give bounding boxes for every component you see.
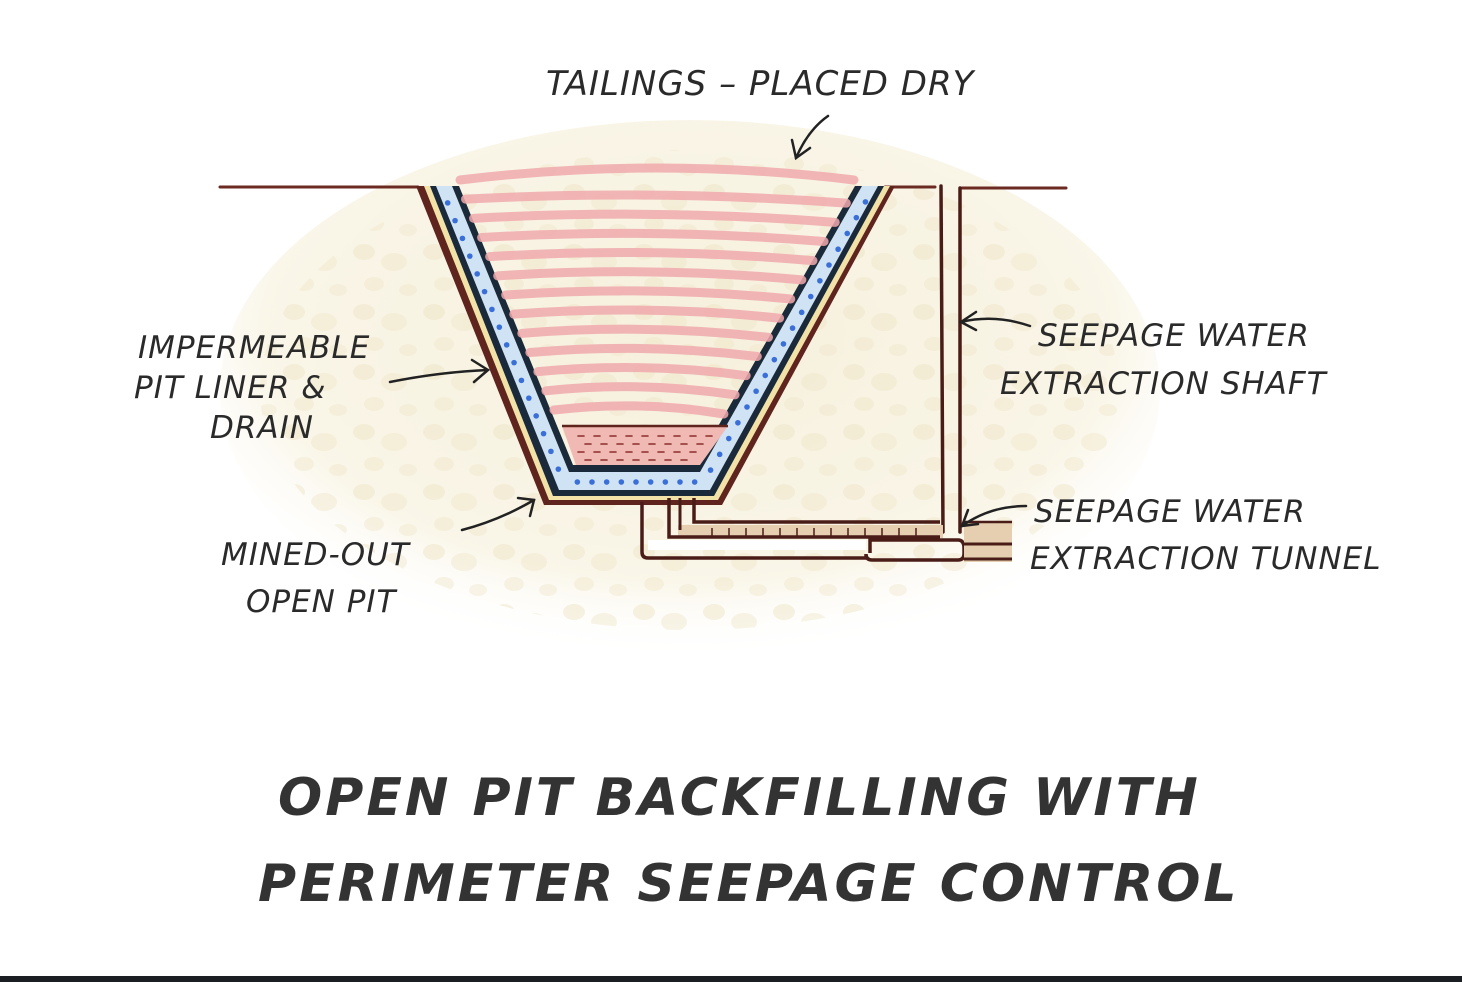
- tailings-stripe: [533, 363, 751, 381]
- label-pit-line-1: MINED-OUT: [221, 537, 410, 573]
- tailings-stripe: [501, 286, 796, 304]
- drain-dot: [496, 324, 503, 330]
- drain-dot: [835, 246, 841, 253]
- arrow-shaft: [958, 310, 1032, 332]
- drain-dot: [647, 479, 654, 485]
- label-pit-line-2: OPEN PIT: [246, 584, 397, 620]
- drain-dot: [735, 419, 741, 426]
- drain-dot: [762, 372, 769, 379]
- drain-dot: [725, 435, 732, 442]
- drain-dot: [677, 479, 683, 485]
- arrow-tailings: [790, 114, 830, 161]
- drain-dot: [489, 306, 495, 313]
- tailings-stripe: [517, 324, 773, 342]
- tailings-stripe: [485, 248, 818, 266]
- label-tunnel-line-1: SEEPAGE WATER: [1034, 494, 1306, 530]
- drain-dot: [459, 235, 466, 242]
- drain-dot: [780, 341, 787, 347]
- drain-dot: [452, 217, 458, 224]
- drain-dot: [511, 359, 517, 366]
- arrow-pit: [460, 496, 536, 532]
- drain-dot: [798, 309, 805, 316]
- drain-dot: [807, 293, 814, 300]
- drain-dot: [474, 271, 480, 277]
- bottom-bar: [0, 976, 1462, 982]
- drain-dot: [526, 395, 532, 401]
- drain-dot: [844, 230, 851, 237]
- drain-dot: [753, 388, 759, 395]
- drain-dot: [744, 404, 750, 410]
- drain-dot: [618, 479, 625, 485]
- drain-dot: [518, 377, 525, 384]
- drain-dot: [467, 253, 473, 259]
- drain-dot: [817, 277, 823, 284]
- drain-dot: [589, 479, 595, 485]
- drain-dot: [862, 199, 869, 205]
- drain-dot: [771, 356, 778, 363]
- drain-dot: [503, 342, 510, 348]
- drain-dot: [540, 430, 547, 437]
- sludge-layer: [562, 424, 728, 465]
- extraction-shaft: [939, 184, 962, 534]
- drain-dot: [533, 413, 539, 419]
- drain-dot: [555, 466, 562, 472]
- arrow-tunnel: [960, 504, 1028, 528]
- tailings-stripe: [541, 382, 740, 400]
- drain-dot: [444, 200, 451, 206]
- title-line-1: OPEN PIT BACKFILLING WITH: [278, 768, 1201, 828]
- tailings-stripe: [509, 305, 785, 323]
- drain-dot: [481, 288, 488, 295]
- drain-dot: [548, 448, 554, 455]
- label-liner-line-1: IMPERMEABLE: [138, 330, 371, 366]
- drain-dot: [691, 479, 698, 485]
- title-line-2: PERIMETER SEEPAGE CONTROL: [258, 854, 1240, 914]
- tailings-stripe: [455, 163, 859, 185]
- tailings-stripe: [493, 267, 807, 285]
- extraction-tunnel: [640, 498, 1012, 562]
- tailings-stripe: [525, 343, 762, 361]
- drain-dot: [603, 479, 610, 485]
- label-shaft-line-2: EXTRACTION SHAFT: [1000, 366, 1327, 402]
- drain-dot: [789, 325, 796, 331]
- drain-dots: [444, 199, 869, 485]
- label-tunnel-line-2: EXTRACTION TUNNEL: [1030, 541, 1382, 577]
- drain-dot: [826, 262, 832, 268]
- label-liner-line-2: PIT LINER &: [134, 370, 327, 406]
- drain-dot: [662, 479, 669, 485]
- tailings-stripe: [461, 190, 851, 208]
- tailings-stripes: [455, 163, 859, 419]
- drain-dot: [707, 467, 714, 473]
- label-tailings: TAILINGS – PLACED DRY: [546, 64, 975, 104]
- tailings-stripe: [477, 228, 829, 246]
- sludge-marks: [577, 435, 713, 461]
- label-shaft-line-1: SEEPAGE WATER: [1038, 318, 1310, 354]
- leader-arrows: [388, 114, 1032, 532]
- tailings-stripe: [549, 401, 729, 419]
- tailings-stripe: [469, 209, 840, 227]
- drain-dot: [716, 451, 723, 458]
- drain-dot: [853, 214, 860, 221]
- arrow-liner: [388, 358, 491, 384]
- drain-dot: [633, 479, 639, 485]
- label-liner-line-3: DRAIN: [210, 410, 314, 446]
- pit-structure: [416, 186, 895, 505]
- drain-dot: [574, 479, 581, 485]
